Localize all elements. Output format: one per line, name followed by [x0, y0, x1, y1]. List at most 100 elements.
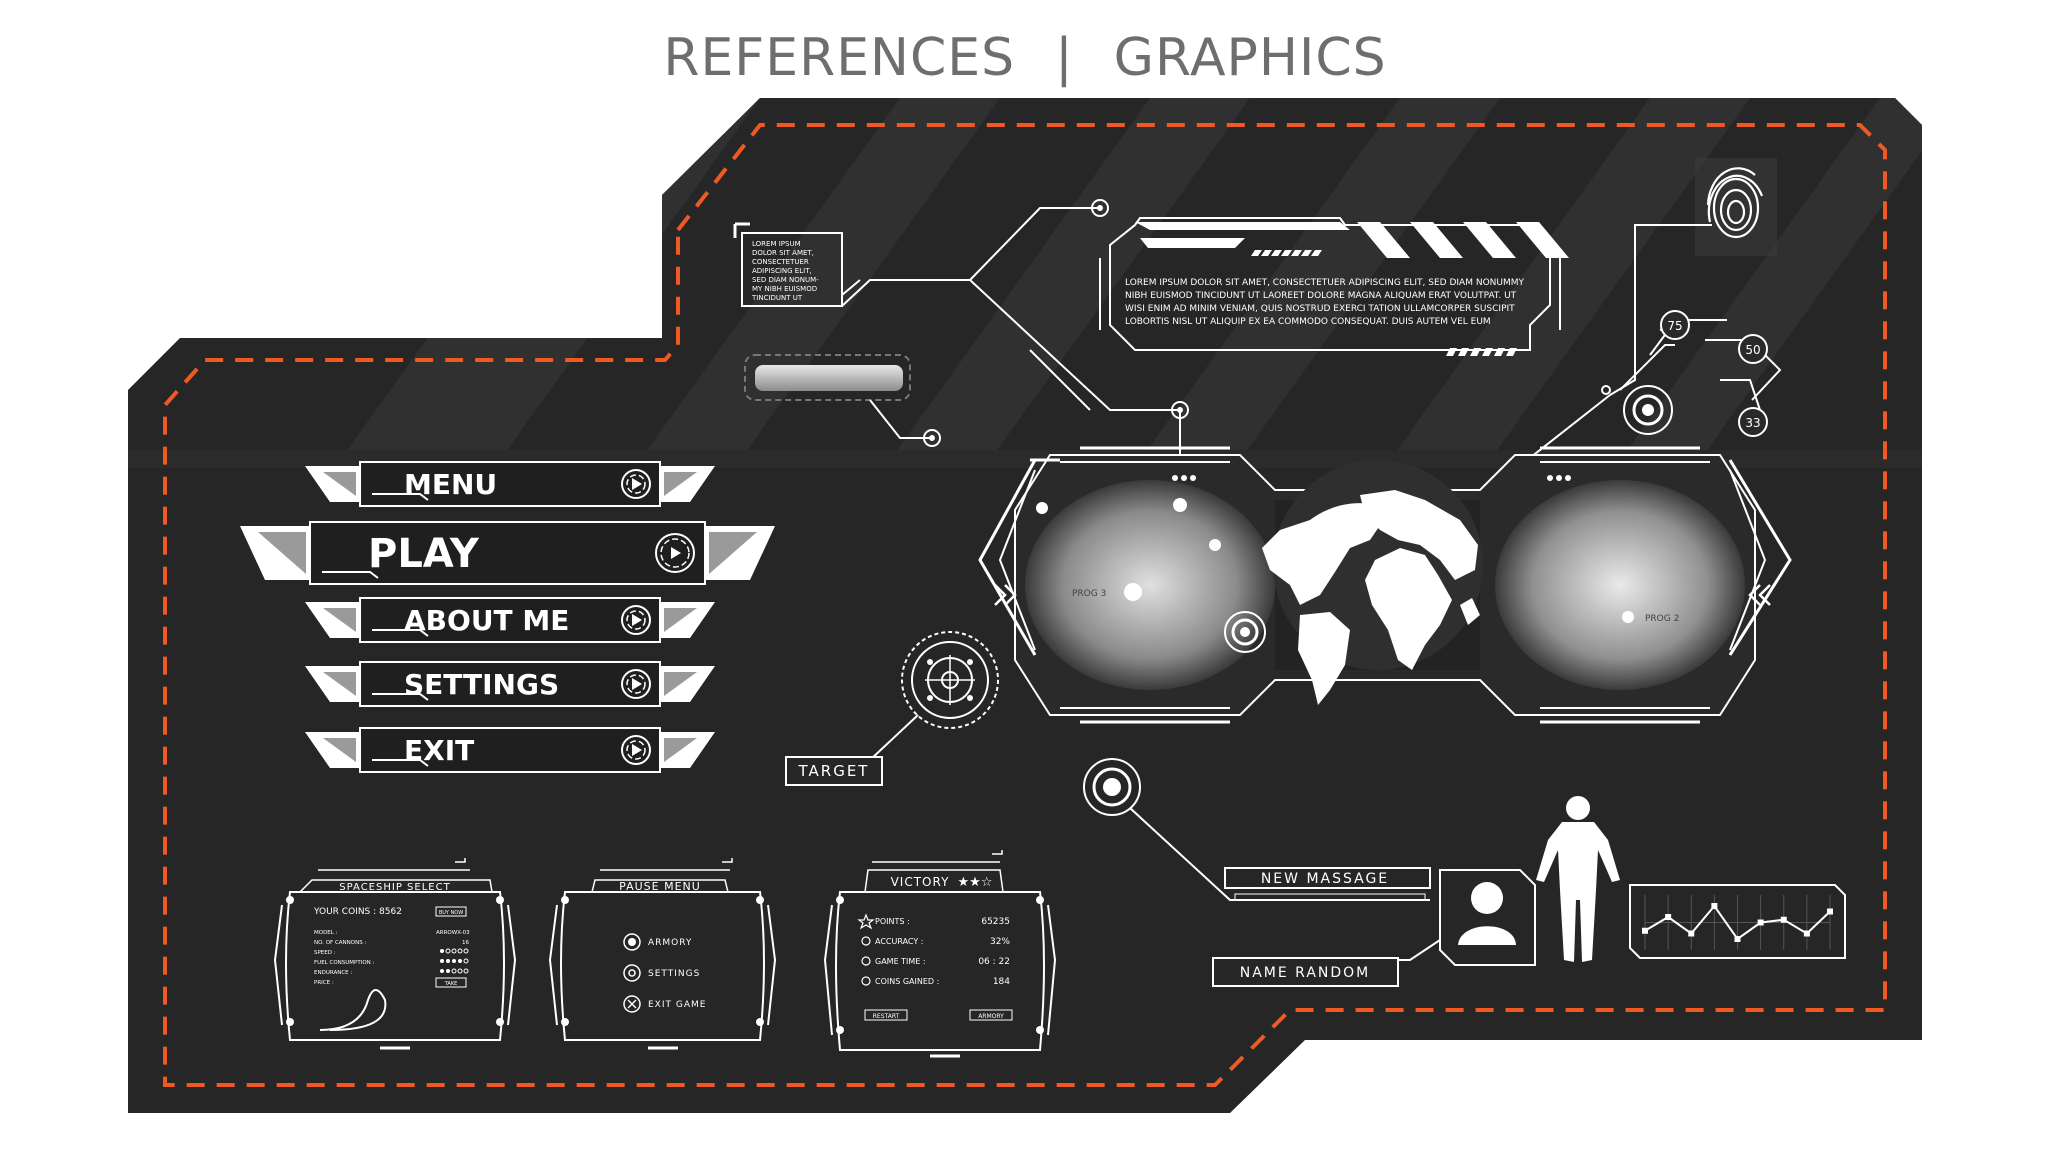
pause-armory-label: ARMORY [648, 938, 692, 948]
menu-wing-shade [323, 608, 356, 632]
menu-accent [372, 759, 429, 767]
menu-button-label: MENU [404, 468, 497, 501]
spaceship-title: SPACESHIP SELECT [339, 882, 450, 893]
menu-accent [372, 493, 429, 501]
victory-row-label: ACCURACY : [875, 937, 924, 946]
coins-label: YOUR COINS : 8562 [313, 907, 402, 917]
progress-pill-fill [755, 365, 903, 391]
header-references: REFERENCES [663, 28, 1016, 88]
info-line-0: LOREM IPSUM [752, 240, 801, 248]
target-label-box[interactable] [785, 756, 883, 786]
menu-button-menu[interactable]: MENU [305, 461, 715, 507]
play-circle-icon [655, 533, 695, 573]
buy-now-button[interactable] [435, 906, 467, 917]
info-box: LOREM IPSUM DOLOR SIT AMET, CONSECTETUER… [733, 222, 970, 307]
menu-button-settings[interactable]: SETTINGS [305, 661, 715, 707]
menu-wing-shade [323, 472, 356, 496]
target-connector [869, 714, 919, 761]
victory-stars: ★★☆ [958, 875, 993, 890]
node-75-label: 75 [1667, 319, 1682, 333]
node-dot [923, 429, 941, 447]
take-button[interactable] [435, 977, 467, 988]
pause-item-settings[interactable]: SETTINGS [623, 964, 700, 982]
info-line-5: MY NIBH EUISMOD [752, 285, 817, 293]
menu-wing-shade [664, 472, 697, 496]
node-50[interactable] [1738, 334, 1768, 364]
victory-row-icons [857, 913, 875, 986]
menu-wing-shade [709, 532, 757, 574]
menu-accent [322, 571, 379, 579]
endurance-label: ENDURANCE : [314, 970, 352, 976]
chart-point [1665, 914, 1672, 920]
menu-wing-shade [664, 738, 697, 762]
menu-button-exit[interactable]: EXIT [305, 727, 715, 773]
menu-button-play[interactable]: PLAY [240, 521, 775, 585]
world-map-icon [1262, 490, 1480, 705]
menu-button-label: PLAY [368, 531, 480, 577]
play-circle-icon [621, 469, 651, 499]
chart-point [1711, 903, 1718, 909]
chart-point [1803, 930, 1810, 937]
victory-row-value: 06 : 22 [978, 957, 1010, 967]
signal-ring-icon[interactable] [1083, 758, 1141, 816]
restart-button[interactable] [864, 1009, 908, 1021]
victory-row-value: 32% [990, 937, 1010, 947]
new-message-label: NEW MASSAGE [1261, 871, 1389, 887]
chart-point [1780, 916, 1787, 923]
node-33-label: 33 [1745, 416, 1760, 430]
node-dot-core [929, 435, 935, 441]
info-line-4: SED DIAM NONUM- [752, 276, 819, 284]
coin-icon [861, 976, 871, 986]
armory-label: ARMORY [978, 1013, 1004, 1020]
star-icon [857, 913, 875, 930]
banner-line-1: NIBH EUISMOD TINCIDUNT UT LAOREET DOLORE… [1125, 291, 1517, 301]
node-33[interactable] [1738, 407, 1768, 437]
chart-point [1827, 908, 1833, 915]
menu-button-label: SETTINGS [404, 668, 559, 701]
menu-button-body [359, 727, 661, 773]
map-markers: PROG 3 PROG 2 [1036, 498, 1679, 653]
menu-wing-shade [664, 608, 697, 632]
new-message-box[interactable] [1224, 867, 1431, 889]
chevron-left-icon [1748, 584, 1771, 606]
prog-left-label: PROG 3 [1072, 589, 1106, 599]
fingerprint-icon[interactable] [1695, 158, 1777, 256]
name-random-label: NAME RANDOM [1240, 965, 1371, 981]
target-ring-icon[interactable] [1623, 385, 1673, 435]
armory-button[interactable] [969, 1009, 1013, 1021]
menu-button-about-me[interactable]: ABOUT ME [305, 597, 715, 643]
take-label: TAKE [444, 981, 458, 987]
pause-title: PAUSE MENU [619, 880, 701, 893]
name-connector [1395, 939, 1441, 961]
prog-right-label: PROG 2 [1645, 614, 1679, 624]
info-line-1: DOLOR SIT AMET, [752, 249, 814, 257]
price-label: PRICE : [314, 980, 334, 986]
main-menu: MENU PLAY ABOUT ME SETTINGS EXIT [240, 461, 775, 773]
node-dot [1601, 385, 1611, 395]
menu-wing-shade [323, 738, 356, 762]
name-random-box[interactable] [1212, 957, 1399, 987]
info-line-6: TINCIDUNT UT [751, 294, 803, 302]
node-50-label: 50 [1745, 343, 1760, 357]
rating-dots [440, 948, 469, 974]
pause-item-exit[interactable]: EXIT GAME [623, 995, 706, 1013]
lore-banner: LOREM IPSUM DOLOR SIT AMET, CONSECTETUER… [1099, 217, 1569, 356]
model-label: MODEL : [314, 930, 338, 936]
model-value: ARROWX-03 [436, 930, 470, 936]
spaceship-icon [319, 989, 387, 1031]
restart-label: RESTART [873, 1013, 900, 1020]
node-75[interactable] [1660, 310, 1690, 340]
header-separator: | [1055, 28, 1074, 88]
chart-point [1642, 927, 1648, 934]
menu-button-label: ABOUT ME [404, 604, 569, 637]
pause-item-armory[interactable]: ARMORY [623, 933, 692, 951]
clock-icon [861, 956, 871, 966]
pause-exit-label: EXIT GAME [648, 1000, 706, 1010]
stats-chart [1629, 884, 1846, 959]
hatch-strip [1234, 893, 1426, 901]
victory-row-label: COINS GAINED : [875, 977, 939, 986]
victory-panel: VICTORY ★★☆ POINTS : 65235 ACCURACY : 32… [823, 850, 1057, 1058]
play-circle-icon [621, 669, 651, 699]
target-reticle-icon[interactable] [901, 631, 999, 729]
